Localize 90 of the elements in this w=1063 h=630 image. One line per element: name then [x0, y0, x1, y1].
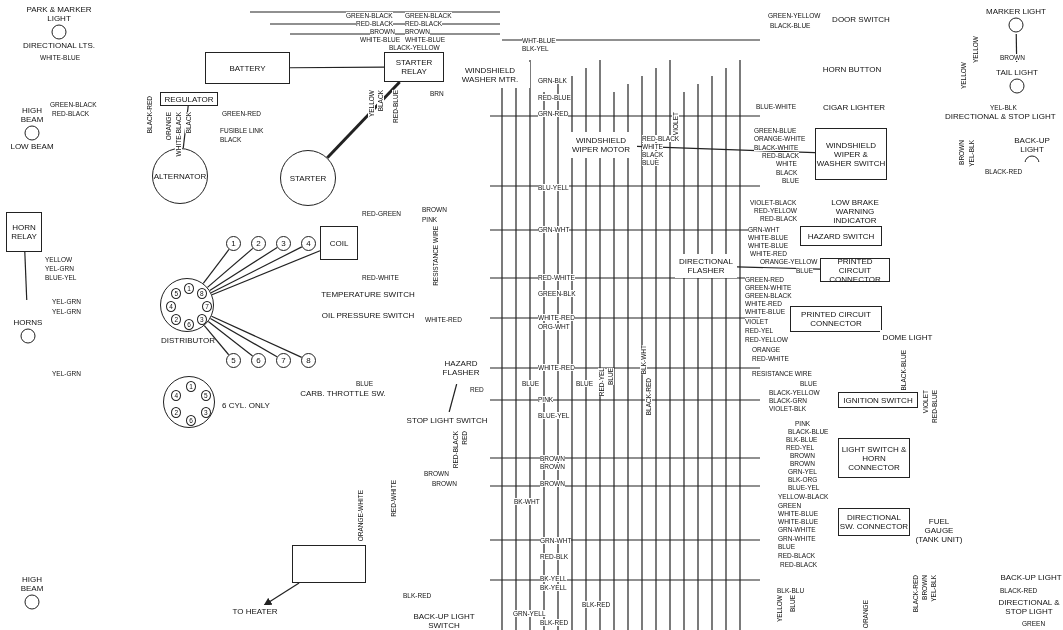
component-label: TO HEATER: [232, 606, 278, 616]
wire: [289, 66, 385, 69]
plug-circle: [226, 353, 241, 368]
component-label: DIRECTIONAL & STOP LIGHT: [945, 112, 1056, 121]
component-label: DIRECTIONAL LTS.: [23, 40, 95, 50]
relay-box: [6, 212, 42, 252]
pin-number: 5: [231, 356, 236, 365]
component-label: DIRECTIONAL & STOP LIGHT: [997, 598, 1061, 616]
regulator-box: [160, 92, 218, 106]
component-label: BACK-UP LIGHT: [1000, 572, 1062, 582]
component-label: HAZARD FLASHER: [441, 359, 481, 377]
plug-circle: [276, 353, 291, 368]
component-label: STOP LIGHT SWITCH: [406, 415, 488, 425]
component-label: HIGH BEAM: [19, 575, 45, 593]
component-label: LOW BRAKE WARNING INDICATOR: [830, 197, 880, 225]
wire: [448, 383, 458, 413]
component-label: LOW BEAM: [10, 141, 54, 151]
component-label: IGNITION SWITCH: [843, 395, 913, 405]
plug-circle: [301, 353, 316, 368]
wire: [636, 145, 816, 154]
wire: [326, 80, 401, 159]
component-label: MARKER LIGHT: [986, 6, 1046, 16]
component-label: TAIL LIGHT: [996, 67, 1038, 77]
component-label: HORNS: [13, 317, 43, 327]
component-label: DISTRIBUTOR: [161, 336, 216, 345]
component-label: BACK-UP LIGHT SWITCH: [412, 612, 476, 630]
wire: [206, 247, 254, 288]
component-label: DIRECTIONAL SW. CONNECTOR: [839, 513, 909, 531]
plug-circle: [251, 236, 266, 251]
component-label: BATTERY: [229, 63, 266, 73]
component-label: 6 CYL. ONLY: [222, 401, 270, 410]
wire: [1015, 33, 1018, 63]
wire: [24, 251, 28, 301]
component-label: OIL PRESSURE SWITCH: [321, 310, 415, 320]
component-label: DIRECTIONAL FLASHER: [678, 257, 734, 275]
wire: [736, 266, 821, 270]
component-label: PRINTED CIRCUIT CONNECTOR: [800, 310, 872, 328]
connector-block: [292, 545, 366, 583]
plug-circle: [301, 236, 316, 251]
component-label: WINDSHIELD WIPER MOTOR: [570, 136, 632, 154]
pin-number: 3: [281, 239, 286, 248]
plug-circle: [276, 236, 291, 251]
pin-number: 2: [256, 239, 261, 248]
component-label: CARB. THROTTLE SW.: [300, 388, 386, 398]
component-label: HIGH BEAM: [19, 105, 45, 124]
component-label: WINDSHIELD WIPER & WASHER SWITCH: [816, 140, 886, 168]
connector-box: [838, 508, 910, 536]
switch-box: [815, 128, 887, 180]
pin-number: 6: [256, 356, 261, 365]
plug-circle: [226, 236, 241, 251]
starter-circle: [280, 150, 336, 206]
component-label: HORN RELAY: [10, 223, 38, 241]
pin-number: 7: [281, 356, 286, 365]
component-label: ALTERNATOR: [153, 171, 207, 181]
wire: [203, 325, 230, 356]
wire: [210, 246, 303, 294]
component-label: DOME LIGHT: [882, 332, 933, 342]
pin-number: 4: [306, 239, 311, 248]
component-label: LIGHT SWITCH & HORN CONNECTOR: [840, 444, 908, 472]
plug-circle: [251, 353, 266, 368]
wire: [209, 246, 278, 292]
switch-box: [800, 226, 882, 246]
wire: [211, 250, 321, 296]
component-label: BACK-UP LIGHT: [1013, 136, 1051, 154]
connector-box: [790, 306, 882, 332]
component-label: TEMPERATURE SWITCH: [321, 289, 415, 299]
component-label: WINDSHIELD WASHER MTR.: [460, 66, 520, 84]
component-label: CIGAR LIGHTER: [822, 102, 886, 112]
component-label: PARK & MARKER LIGHT: [25, 4, 93, 23]
switch-box: [838, 392, 918, 408]
wire: [263, 582, 300, 606]
component-label: FUEL GAUGE (TANK UNIT): [915, 516, 963, 544]
component-label: HORN BUTTON: [822, 64, 882, 74]
wire: [210, 315, 303, 358]
component-label: STARTER: [289, 173, 327, 183]
component-label: COIL: [329, 238, 349, 248]
component-label: STARTER RELAY: [394, 58, 434, 76]
relay-box: [384, 52, 444, 82]
connector-box: [838, 438, 910, 478]
wire: [209, 317, 278, 358]
wire: [207, 320, 254, 357]
wire: [202, 248, 230, 285]
component-label: REGULATOR: [164, 94, 214, 104]
component-label: DOOR SWITCH: [832, 14, 890, 24]
wire: [182, 105, 189, 149]
pin-number: 1: [231, 239, 236, 248]
coil-box: [320, 226, 358, 260]
component-label: HAZARD SWITCH: [807, 231, 875, 241]
pin-number: 8: [306, 356, 311, 365]
battery-symbol: [205, 52, 290, 84]
